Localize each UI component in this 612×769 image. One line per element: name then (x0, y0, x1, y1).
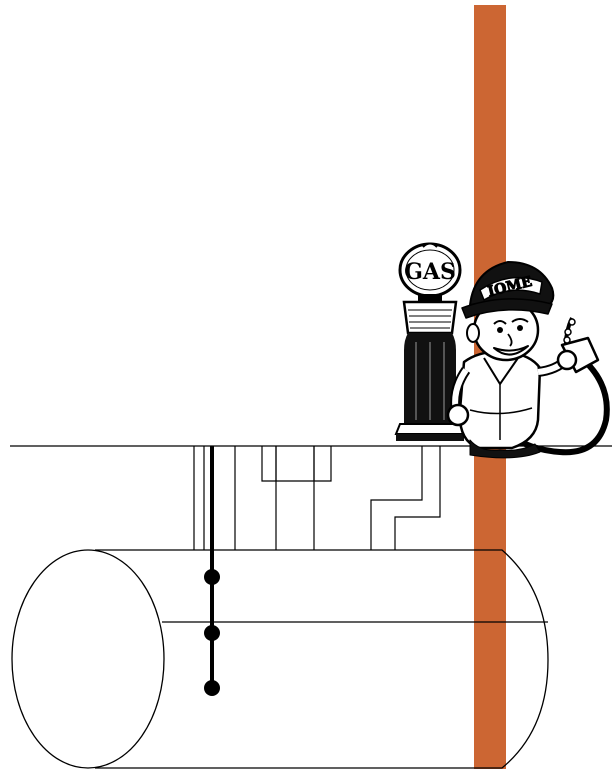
fill-port-box (261, 446, 332, 482)
gauge-float-3 (204, 680, 220, 696)
gauge-float-2 (204, 625, 220, 641)
underground-tank (11, 549, 549, 769)
tank-body (95, 549, 549, 769)
gas-pump-icon: GAS (394, 242, 466, 441)
tank-end-cap (11, 549, 165, 769)
fill-pipes (193, 446, 332, 550)
gauge-float-1 (204, 569, 220, 585)
pump-globe-label: GAS (404, 259, 456, 285)
gauge-rod (203, 446, 220, 696)
pump-supply-pipe (370, 446, 441, 550)
gas-attendant-mascot-icon: IOME (446, 261, 610, 459)
